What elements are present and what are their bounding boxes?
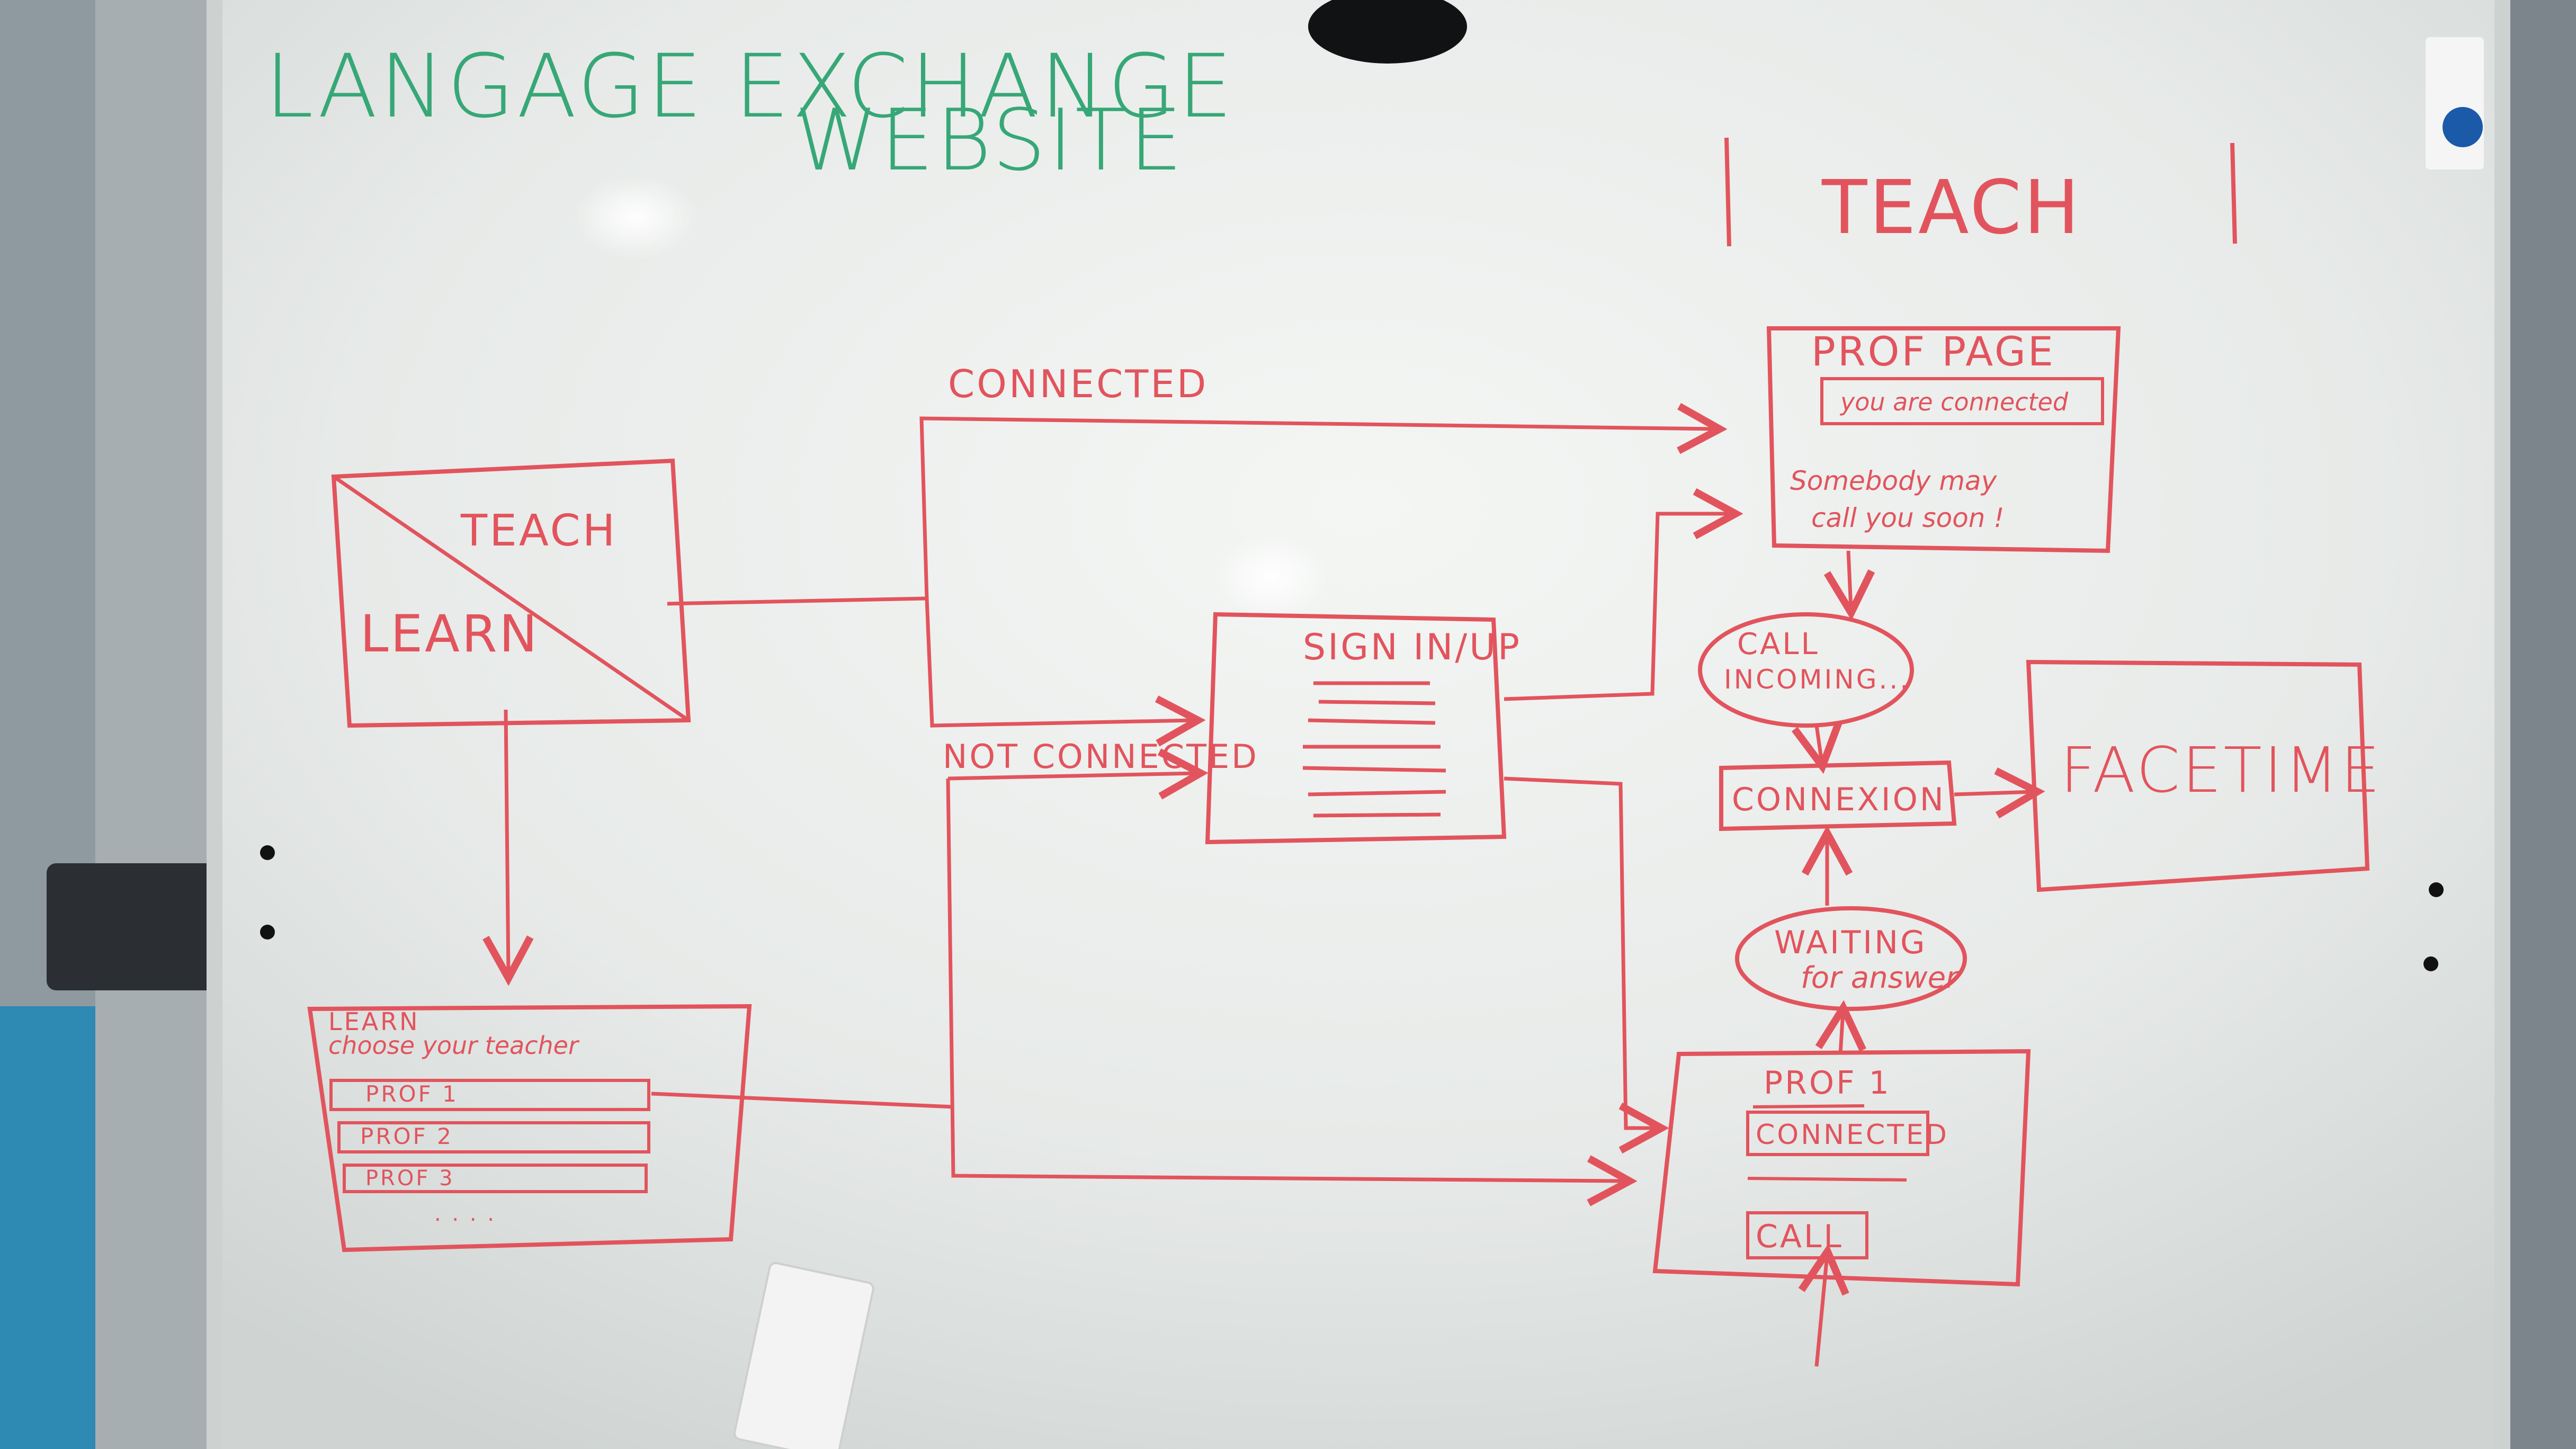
- connexion-label: CONNEXION: [1732, 781, 1946, 818]
- light-glare: [572, 175, 699, 260]
- teach-section-title: TEACH: [1821, 165, 2081, 251]
- learn-list-item-label: PROF 3: [365, 1166, 455, 1191]
- prof-detail-title: PROF 1: [1764, 1065, 1891, 1102]
- top-clamp: [1308, 0, 1467, 64]
- prof-page-sketch: PROF PAGE you are connected Somebody may…: [1766, 326, 2121, 553]
- light-glare: [1213, 535, 1329, 620]
- connected-notice-box: [1820, 377, 2104, 425]
- waiting-line1: WAITING: [1774, 924, 1927, 961]
- nf-logo: [2443, 107, 2483, 147]
- home-teach-label: TEACH: [460, 506, 617, 556]
- prof-message-line2: call you soon !: [1811, 503, 2004, 533]
- prof-detail-sketch: PROF 1 CONNECTED CALL: [1652, 1049, 2031, 1287]
- waiting-line2: for answer: [1801, 961, 1960, 995]
- eraser: [733, 1262, 874, 1449]
- learn-list-item-label: PROF 2: [360, 1123, 453, 1149]
- facetime-sketch: FACETIME: [2026, 659, 2382, 892]
- learn-list-item: [343, 1164, 648, 1193]
- whiteboard: [222, 0, 2494, 1449]
- board-labels: [2426, 37, 2484, 169]
- learn-list-sketch: LEARN choose your teacher PROF 1 PROF 2 …: [307, 1004, 752, 1253]
- left-clamp: [47, 863, 227, 990]
- sign-in-up-sketch: SIGN IN/UP: [1205, 612, 1522, 845]
- left-frame-pole: [95, 0, 207, 1449]
- board-title-line1: LANGAGE EXCHANGE: [265, 35, 1235, 137]
- home-learn-label: LEARN: [360, 604, 539, 664]
- home-page-sketch: TEACH LEARN: [331, 458, 691, 728]
- learn-list-subtitle: choose your teacher: [328, 1031, 580, 1060]
- learn-list-title: LEARN: [328, 1007, 420, 1036]
- board-title-line2: WEBSITE: [794, 91, 1185, 190]
- prof-status: CONNECTED: [1756, 1119, 1949, 1151]
- learn-list-item: [337, 1121, 650, 1153]
- prof-status-box: [1746, 1111, 1929, 1156]
- facetime-label: FACETIME: [2060, 734, 2382, 807]
- call-incoming-line1: CALL: [1737, 627, 1820, 661]
- connected-notice-text: you are connected: [1839, 388, 2069, 416]
- connexion-sketch: CONNEXION: [1719, 760, 1957, 831]
- prof-message-line1: Somebody may: [1790, 466, 1998, 496]
- learn-list-more: . . . .: [434, 1202, 496, 1226]
- learn-list-item-label: PROF 1: [365, 1081, 459, 1107]
- call-incoming-line2: INCOMING...: [1724, 664, 1910, 695]
- connected-label: CONNECTED: [948, 362, 1208, 406]
- prof-page-title: PROF PAGE: [1811, 328, 2055, 375]
- call-button-label: CALL: [1756, 1218, 1844, 1255]
- sign-title: SIGN IN/UP: [1303, 627, 1522, 668]
- learn-list-item: [329, 1079, 650, 1111]
